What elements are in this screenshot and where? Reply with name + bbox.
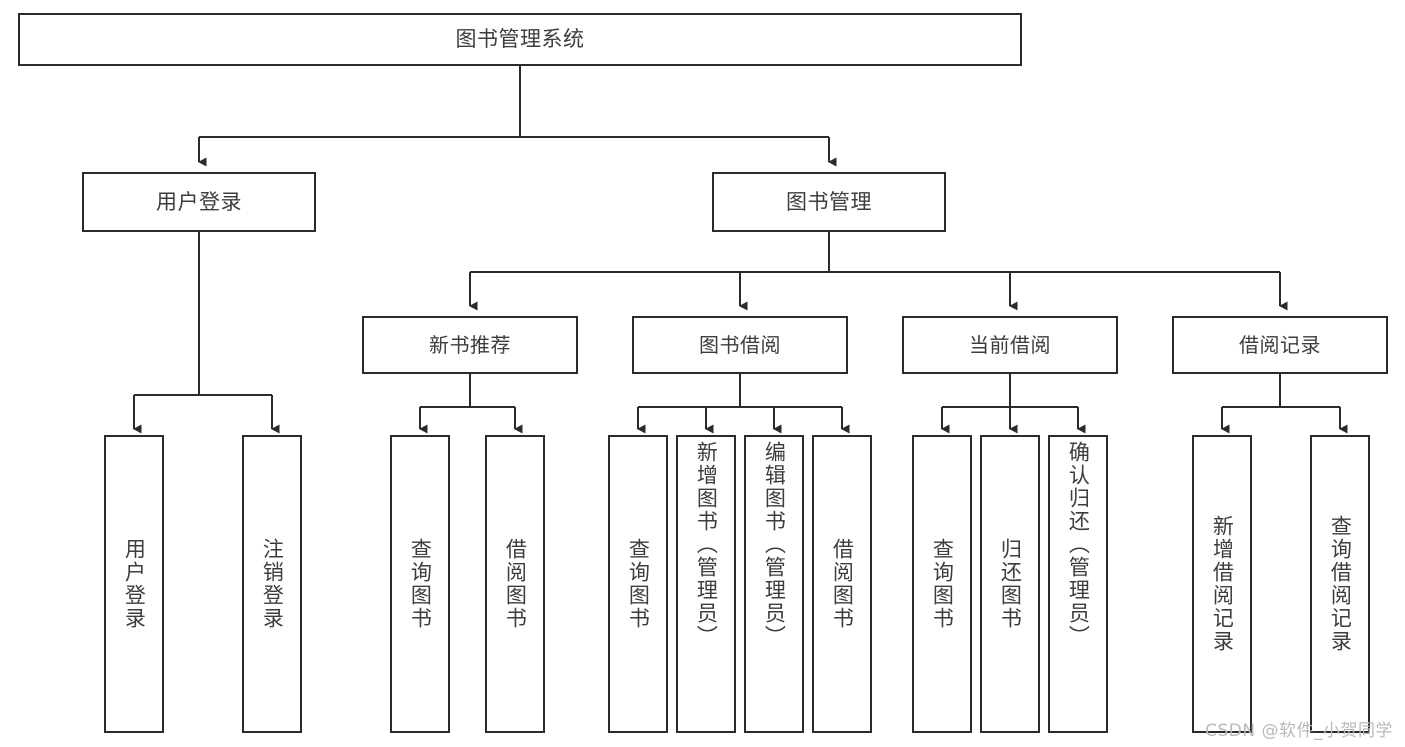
- leaf-user-login[interactable]: 用户登录: [104, 435, 164, 733]
- node-label: 图书管理: [786, 189, 872, 214]
- node-label: 用户登录: [122, 538, 147, 630]
- node-label: 借阅图书: [830, 538, 855, 630]
- leaf-borrow-book[interactable]: 借阅图书: [812, 435, 872, 733]
- node-book-borrow[interactable]: 图书借阅: [632, 316, 848, 374]
- node-new-book-recommend[interactable]: 新书推荐: [362, 316, 578, 374]
- node-label: 借阅图书: [503, 538, 528, 630]
- node-label: 编辑图书（管理员）: [762, 441, 787, 648]
- node-label: 图书管理系统: [455, 27, 585, 52]
- node-label: 查询图书: [930, 538, 955, 630]
- node-book-management[interactable]: 图书管理: [712, 172, 946, 232]
- leaf-query-book-current[interactable]: 查询图书: [912, 435, 972, 733]
- node-label: 当前借阅: [969, 332, 1051, 357]
- leaf-query-borrow-record[interactable]: 查询借阅记录: [1310, 435, 1370, 733]
- leaf-edit-book-admin[interactable]: 编辑图书（管理员）: [744, 435, 804, 733]
- node-root-book-management-system[interactable]: 图书管理系统: [18, 13, 1022, 66]
- node-label: 查询图书: [408, 538, 433, 630]
- leaf-query-book-borrow[interactable]: 查询图书: [608, 435, 668, 733]
- node-label: 确认归还（管理员）: [1066, 441, 1091, 648]
- node-borrow-records[interactable]: 借阅记录: [1172, 316, 1388, 374]
- node-label: 借阅记录: [1239, 332, 1321, 357]
- node-current-borrow[interactable]: 当前借阅: [902, 316, 1118, 374]
- leaf-add-borrow-record[interactable]: 新增借阅记录: [1192, 435, 1252, 733]
- node-label: 归还图书: [998, 538, 1023, 630]
- leaf-add-book-admin[interactable]: 新增图书（管理员）: [676, 435, 736, 733]
- leaf-query-book-new[interactable]: 查询图书: [390, 435, 450, 733]
- node-label: 新增图书（管理员）: [694, 441, 719, 648]
- node-label: 查询借阅记录: [1328, 515, 1353, 653]
- leaf-return-book[interactable]: 归还图书: [980, 435, 1040, 733]
- node-user-login[interactable]: 用户登录: [82, 172, 316, 232]
- node-label: 查询图书: [626, 538, 651, 630]
- leaf-logout[interactable]: 注销登录: [242, 435, 302, 733]
- leaf-confirm-return-admin[interactable]: 确认归还（管理员）: [1048, 435, 1108, 733]
- node-label: 新增借阅记录: [1210, 515, 1235, 653]
- node-label: 注销登录: [260, 538, 285, 630]
- watermark-text: CSDN @软件_小贺同学: [1205, 721, 1393, 741]
- node-label: 图书借阅: [699, 332, 781, 357]
- leaf-borrow-book-new[interactable]: 借阅图书: [485, 435, 545, 733]
- node-label: 新书推荐: [429, 332, 511, 357]
- node-label: 用户登录: [156, 189, 242, 214]
